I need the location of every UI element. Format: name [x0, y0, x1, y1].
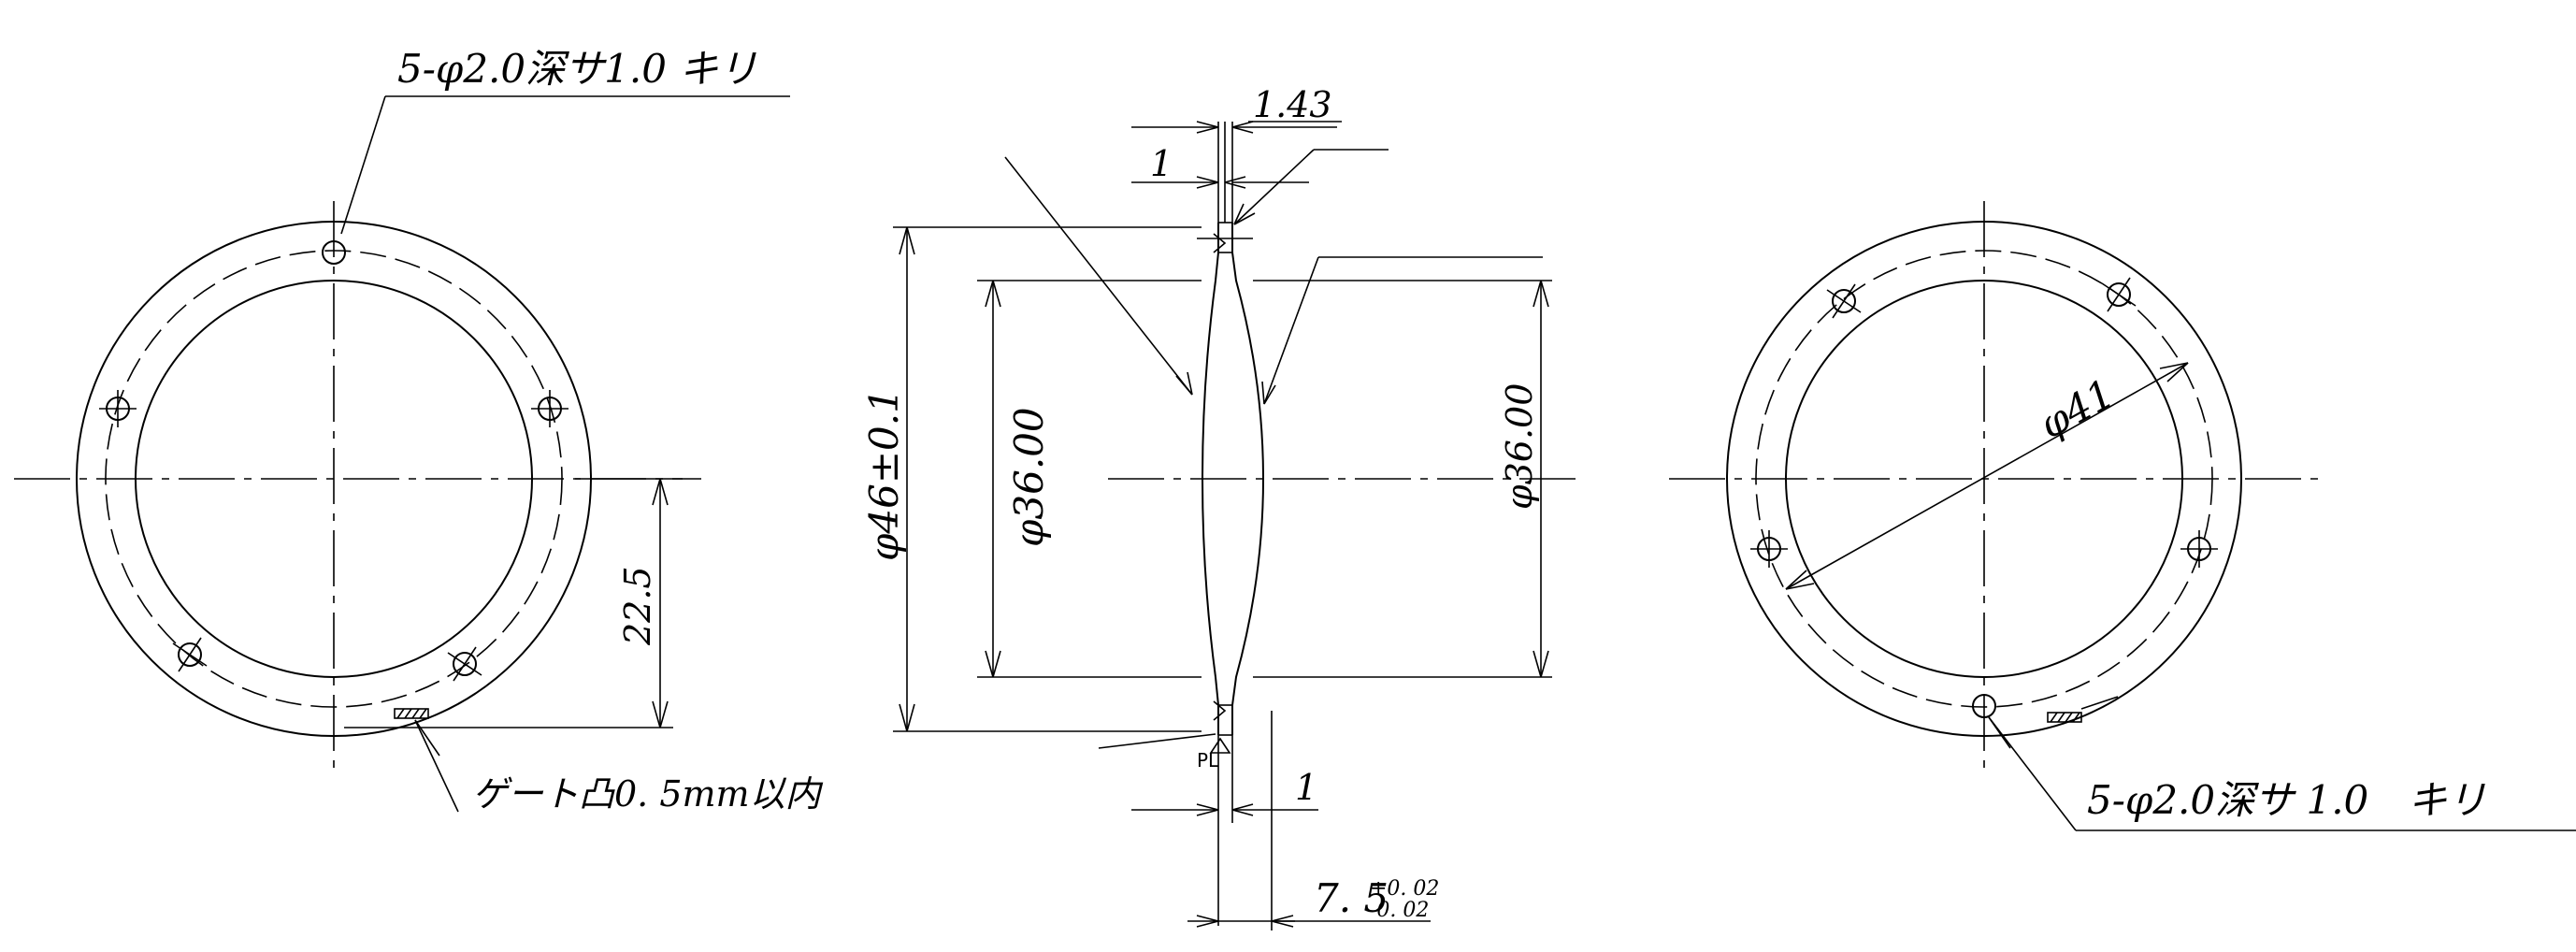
section-dim-phi36-left: φ36.00 — [1006, 407, 1052, 547]
left-holes — [99, 240, 568, 682]
section-dim-1-43: 1.43 — [1253, 84, 1332, 125]
section-dim-7-5: 7. 5 — [1314, 875, 1389, 921]
lens-left-surface — [1202, 223, 1219, 735]
section-parting-line: PL — [1197, 749, 1219, 772]
left-hole-top — [322, 240, 346, 265]
right-hole-bottom — [1972, 694, 1996, 718]
lens-right-surface — [1231, 223, 1264, 735]
right-hole-callout: 5-φ2.0深サ 1.0 キリ — [2087, 777, 2486, 823]
left-hole-bottom-left — [178, 642, 202, 667]
section-dim-1-bottom: 1 — [1295, 767, 1317, 808]
section-dim-phi36-right: φ36.00 — [1499, 383, 1540, 510]
section-view: 1.43 1 φ46±0.1 φ36.00 φ36.00 PL — [861, 84, 1580, 930]
right-front-view: φ41 5-φ2.0深サ 1.0 キリ — [1669, 201, 2576, 831]
right-hole-top-left — [1832, 289, 1856, 313]
right-dim-phi41: φ41 — [2032, 370, 2122, 448]
left-gate-note: ゲート凸0. 5mm以内 — [472, 773, 824, 815]
left-hole-callout: 5-φ2.0深サ1.0 キリ — [397, 46, 757, 92]
section-dim-phi46: φ46±0.1 — [861, 388, 907, 561]
right-holes — [1750, 277, 2218, 718]
section-tol-lower: -0. 02 — [1370, 899, 1429, 922]
left-hole-bottom-right — [453, 652, 477, 676]
section-tol-upper: +0. 02 — [1370, 877, 1439, 901]
left-dim-22-5: 22.5 — [617, 566, 658, 646]
section-dim-1-top: 1 — [1150, 143, 1173, 184]
left-front-view: 5-φ2.0深サ1.0 キリ 22.5 ゲート凸0. 5mm以内 — [14, 46, 824, 815]
right-hole-top-right — [2107, 282, 2131, 307]
